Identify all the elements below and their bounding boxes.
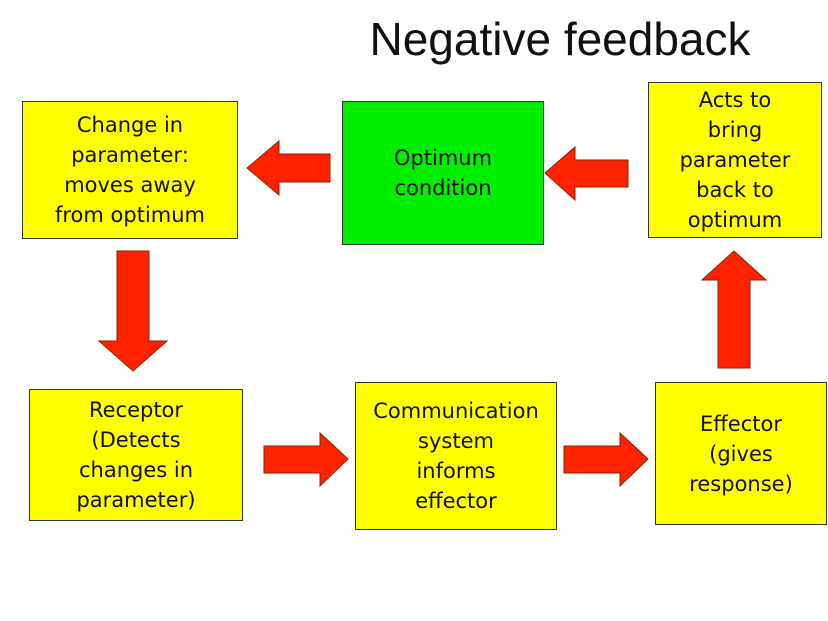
arrow-right-to-effector <box>563 431 649 488</box>
change-in-parameter-box: Change in parameter: moves away from opt… <box>22 101 238 239</box>
communication-system-box: Communication system informs effector <box>355 382 557 530</box>
arrow-up-to-acts <box>700 250 768 369</box>
change-in-parameter-text: Change in parameter: moves away from opt… <box>54 113 205 227</box>
receptor-text: Receptor (Detects changes in parameter) <box>76 398 196 512</box>
communication-system-text: Communication system informs effector <box>373 399 539 513</box>
optimum-condition-box: Optimum condition <box>342 101 544 245</box>
receptor-box: Receptor (Detects changes in parameter) <box>29 389 243 521</box>
arrow-down-to-receptor <box>97 250 169 372</box>
effector-text: Effector (gives response) <box>689 411 793 496</box>
optimum-condition-text: Optimum condition <box>393 146 493 200</box>
arrow-right-to-communication <box>263 431 349 488</box>
effector-box: Effector (gives response) <box>655 382 827 525</box>
acts-to-bring-back-box: Acts to bring parameter back to optimum <box>648 82 822 238</box>
arrow-left-to-optimum <box>544 145 629 202</box>
acts-to-bring-back-text: Acts to bring parameter back to optimum <box>679 88 791 232</box>
arrow-left-to-change <box>246 139 331 197</box>
diagram-title: Negative feedback <box>369 13 751 65</box>
